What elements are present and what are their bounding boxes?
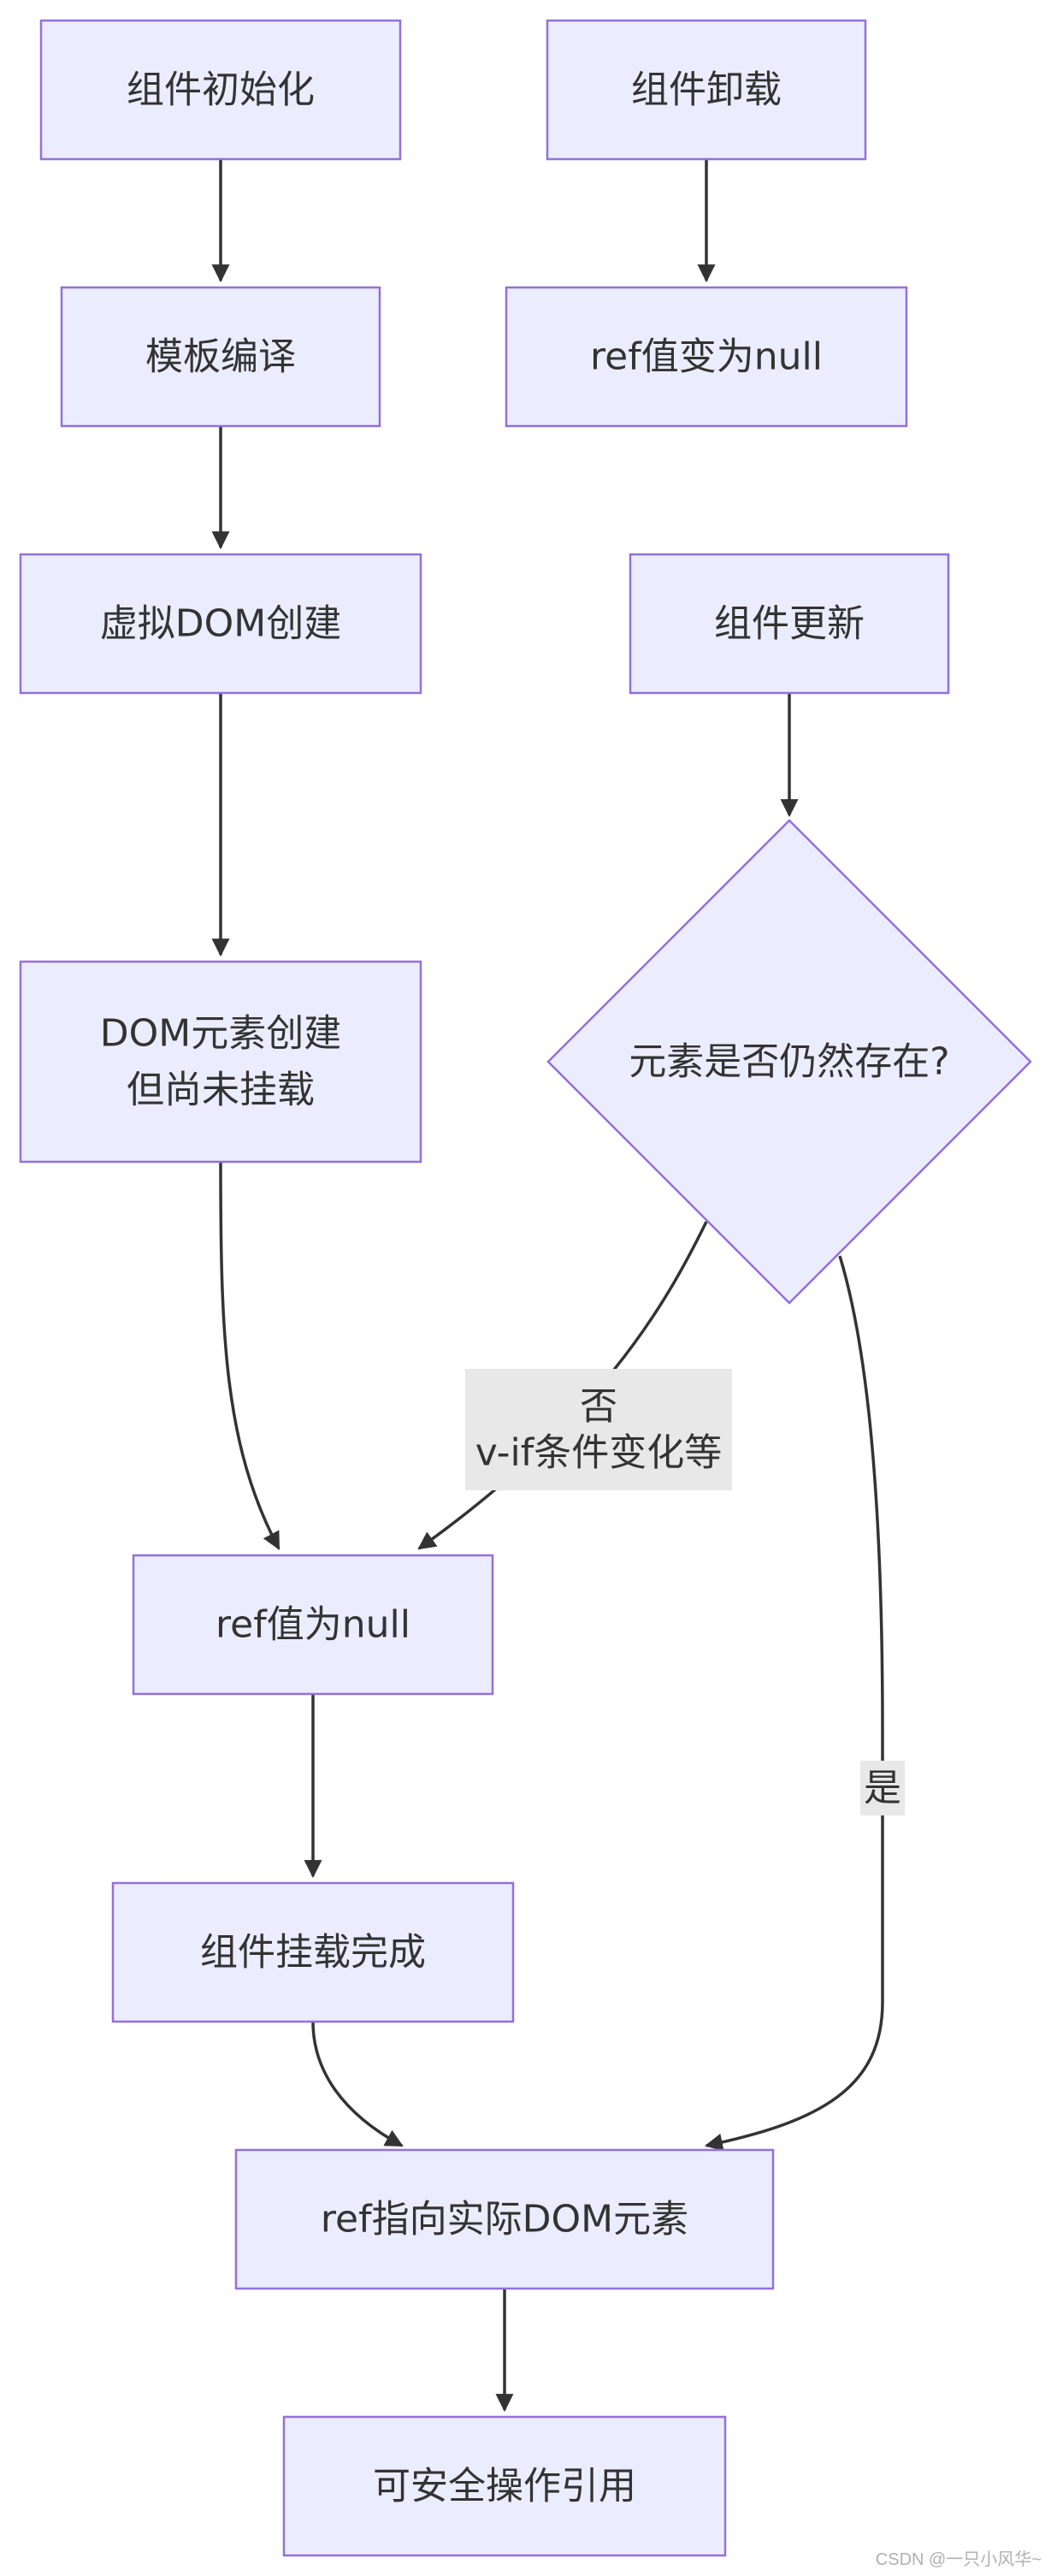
node-box [39, 19, 402, 161]
node-label: 组件更新 [714, 602, 865, 646]
node-init: 组件初始化 [39, 19, 402, 161]
node-refnull: ref值为null [132, 1554, 494, 1696]
node-label: 元素是否仍然存在? [629, 1040, 949, 1084]
node-safe: 可安全操作引用 [282, 2415, 727, 2557]
edge-exists-to-refdom [704, 1255, 884, 2152]
node-box [132, 1554, 494, 1696]
node-label: 虚拟DOM创建 [100, 602, 341, 646]
edge-mounted-to-refdom [311, 2021, 404, 2147]
watermark-text: CSDN @一只小风华~ [876, 2549, 1042, 2569]
node-label: ref值为null [216, 1603, 410, 1647]
edge-label-background [465, 1369, 732, 1490]
node-box [60, 286, 381, 428]
edge-label-text: v-if条件变化等 [475, 1431, 722, 1475]
node-vdom: 虚拟DOM创建 [19, 553, 422, 695]
node-refdom: ref指向实际DOM元素 [234, 2148, 775, 2290]
node-box [111, 1881, 515, 2023]
node-compile: 模板编译 [60, 286, 381, 428]
edge-label-text: 是 [864, 1767, 901, 1810]
node-box [234, 2148, 775, 2290]
edge-label-exists-to-refnull: 否v-if条件变化等 [465, 1369, 732, 1490]
edges-layer [211, 159, 884, 2413]
edge-domcreate-to-refnull [219, 1161, 280, 1550]
node-label: ref指向实际DOM元素 [321, 2198, 688, 2241]
edge-label-text: 否 [580, 1385, 617, 1429]
node-unmount: 组件卸载 [546, 19, 867, 161]
node-label: 模板编译 [145, 335, 296, 379]
edge-label-exists-to-refdom: 是 [860, 1761, 905, 1815]
node-label: ref值变为null [590, 335, 823, 379]
node-refnull2: ref值变为null [505, 286, 908, 428]
decision-diamond [546, 819, 1032, 1305]
node-box [19, 960, 422, 1164]
node-label: 组件初始化 [127, 68, 315, 112]
node-label: 但尚未挂载 [127, 1069, 315, 1112]
node-mounted: 组件挂载完成 [111, 1881, 515, 2023]
node-box [546, 19, 867, 161]
node-label: 组件挂载完成 [200, 1931, 426, 1975]
node-box [19, 553, 422, 695]
node-label: 可安全操作引用 [373, 2465, 636, 2508]
node-box [282, 2415, 727, 2557]
node-update: 组件更新 [629, 553, 950, 695]
edge-label-background [860, 1761, 905, 1815]
node-exists: 元素是否仍然存在? [546, 819, 1032, 1305]
node-box [629, 553, 950, 695]
node-label: 组件卸载 [631, 68, 782, 112]
node-box [505, 286, 908, 428]
node-label: DOM元素创建 [100, 1012, 341, 1056]
